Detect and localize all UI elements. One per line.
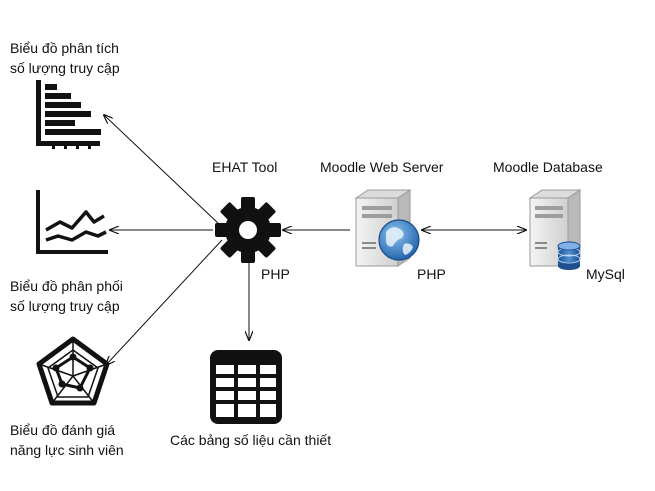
gear-icon <box>215 197 281 263</box>
radar-chart-label-line2: năng lực sinh viên <box>10 442 124 458</box>
ehat-php-label: PHP <box>261 266 290 282</box>
line-chart-label-line1: Biểu đồ phân phối <box>10 278 123 294</box>
web-server-php-label: PHP <box>417 266 446 282</box>
line-chart-label-line2: số lượng truy cập <box>10 298 120 314</box>
web-server-icon <box>354 189 420 267</box>
ehat-tool-title: EHAT Tool <box>212 159 278 175</box>
line-chart-icon <box>36 190 108 254</box>
database-server-icon <box>528 189 582 270</box>
arrow-to-bar-chart <box>104 115 221 226</box>
web-server-title: Moodle Web Server <box>320 159 444 175</box>
database-title: Moodle Database <box>493 159 603 175</box>
data-tables-label: Các bảng số liệu cần thiết <box>170 432 332 448</box>
radar-chart-icon <box>36 336 110 406</box>
arrow-to-radar-chart <box>106 239 223 365</box>
bar-chart-label-line2: số lượng truy cập <box>10 60 120 76</box>
bar-chart-label-line1: Biểu đồ phân tích <box>10 40 119 56</box>
data-table-icon <box>210 350 282 424</box>
horizontal-bar-chart-icon <box>36 80 101 149</box>
database-cylinder-icon <box>557 241 581 270</box>
database-mysql-label: MySql <box>586 266 625 282</box>
radar-chart-label-line1: Biểu đồ đánh giá <box>10 422 116 438</box>
